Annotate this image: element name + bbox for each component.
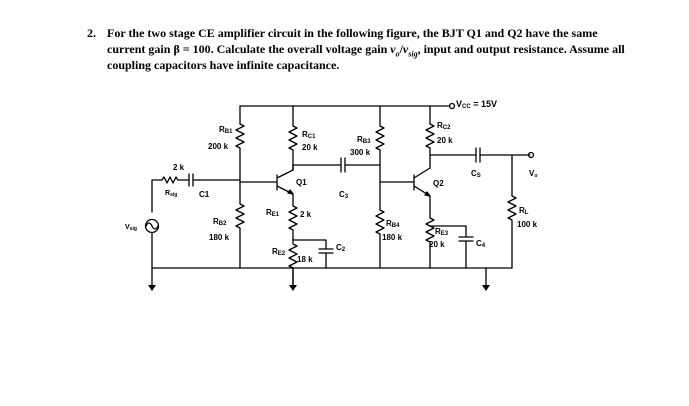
rc2-label: RC2 <box>437 121 451 131</box>
rb3-resistor <box>375 105 385 183</box>
ground-symbol-stage1 <box>289 285 297 291</box>
rl-label: RL <box>519 206 529 216</box>
rb3-value: 300 k <box>350 148 371 157</box>
rsig-resistor <box>151 176 190 213</box>
question-line-2-start: current gain β = 100. Calculate the over… <box>107 42 391 56</box>
question-number: 2. <box>87 26 96 40</box>
rc2-value: 20 k <box>437 136 453 145</box>
rb4-label: RB4 <box>386 219 400 229</box>
question-text: 2. For the two stage CE amplifier circui… <box>0 0 689 80</box>
ground-symbol-source <box>148 285 156 291</box>
ground-symbol-stage2 <box>482 285 490 291</box>
rb4-value: 180 k <box>382 233 403 242</box>
c2-capacitor <box>292 239 334 269</box>
c1-label: C1 <box>199 190 210 199</box>
rc2-resistor <box>425 105 435 169</box>
c4-capacitor <box>429 225 474 269</box>
q2-label: Q2 <box>433 179 444 188</box>
re3-resistor <box>425 195 435 269</box>
vo-label: Vo <box>529 169 537 179</box>
re2-resistor <box>288 239 298 286</box>
question-line-2: current gain β = 100. Calculate the over… <box>107 42 625 58</box>
rb1-resistor <box>235 105 245 183</box>
rsig-value: 2 k <box>173 163 185 172</box>
c3-label: C3 <box>339 190 349 200</box>
c1-capacitor <box>188 173 241 187</box>
q1-label: Q1 <box>296 178 307 187</box>
rb3-label: RB3 <box>357 135 371 145</box>
ratio-slash: / <box>399 42 403 56</box>
rb2-resistor <box>235 181 245 269</box>
vo-symbol: vo <box>390 42 400 59</box>
rc1-label: RC1 <box>302 130 316 140</box>
rb1-value: 200 k <box>208 142 229 151</box>
rb4-resistor <box>375 181 385 269</box>
question-line-2-end: , input and output resistance. Assume al… <box>417 42 625 56</box>
rc1-value: 20 k <box>302 143 318 152</box>
rsig-label: Rsig <box>165 190 177 198</box>
c4-label: C4 <box>476 239 486 249</box>
question-line-1: For the two stage CE amplifier circuit i… <box>107 26 598 40</box>
vcc-label: VCC = 15V <box>456 99 497 110</box>
re1-value: 2 k <box>300 210 312 219</box>
vcc-terminal <box>448 102 456 110</box>
cs-label: CS <box>471 169 481 179</box>
question-line-3: coupling capacitors have infinite capaci… <box>107 58 340 72</box>
re2-value: 18 k <box>297 255 313 264</box>
re1-label: RE1 <box>266 208 280 218</box>
re2-label: RE2 <box>272 247 286 257</box>
re1-resistor <box>288 193 298 241</box>
c2-label: C2 <box>336 243 346 253</box>
rb1-label: RB1 <box>219 125 233 135</box>
vsig-symbol: vsig <box>402 42 418 59</box>
vo-terminal <box>527 151 535 159</box>
rl-resistor <box>507 154 517 269</box>
re3-value: 20 k <box>429 240 445 249</box>
q1-transistor <box>239 169 294 195</box>
rb2-label: RB2 <box>213 217 227 227</box>
re3-label: RE3 <box>435 227 449 237</box>
circuit-schematic: VCC = 15V Vo Vsig 2 k Rsig C1 RB1 200 k … <box>125 99 538 291</box>
vsig-label: Vsig <box>125 224 137 232</box>
rb2-value: 180 k <box>209 233 230 242</box>
rl-value: 100 k <box>517 220 538 229</box>
rc1-resistor <box>288 105 298 171</box>
